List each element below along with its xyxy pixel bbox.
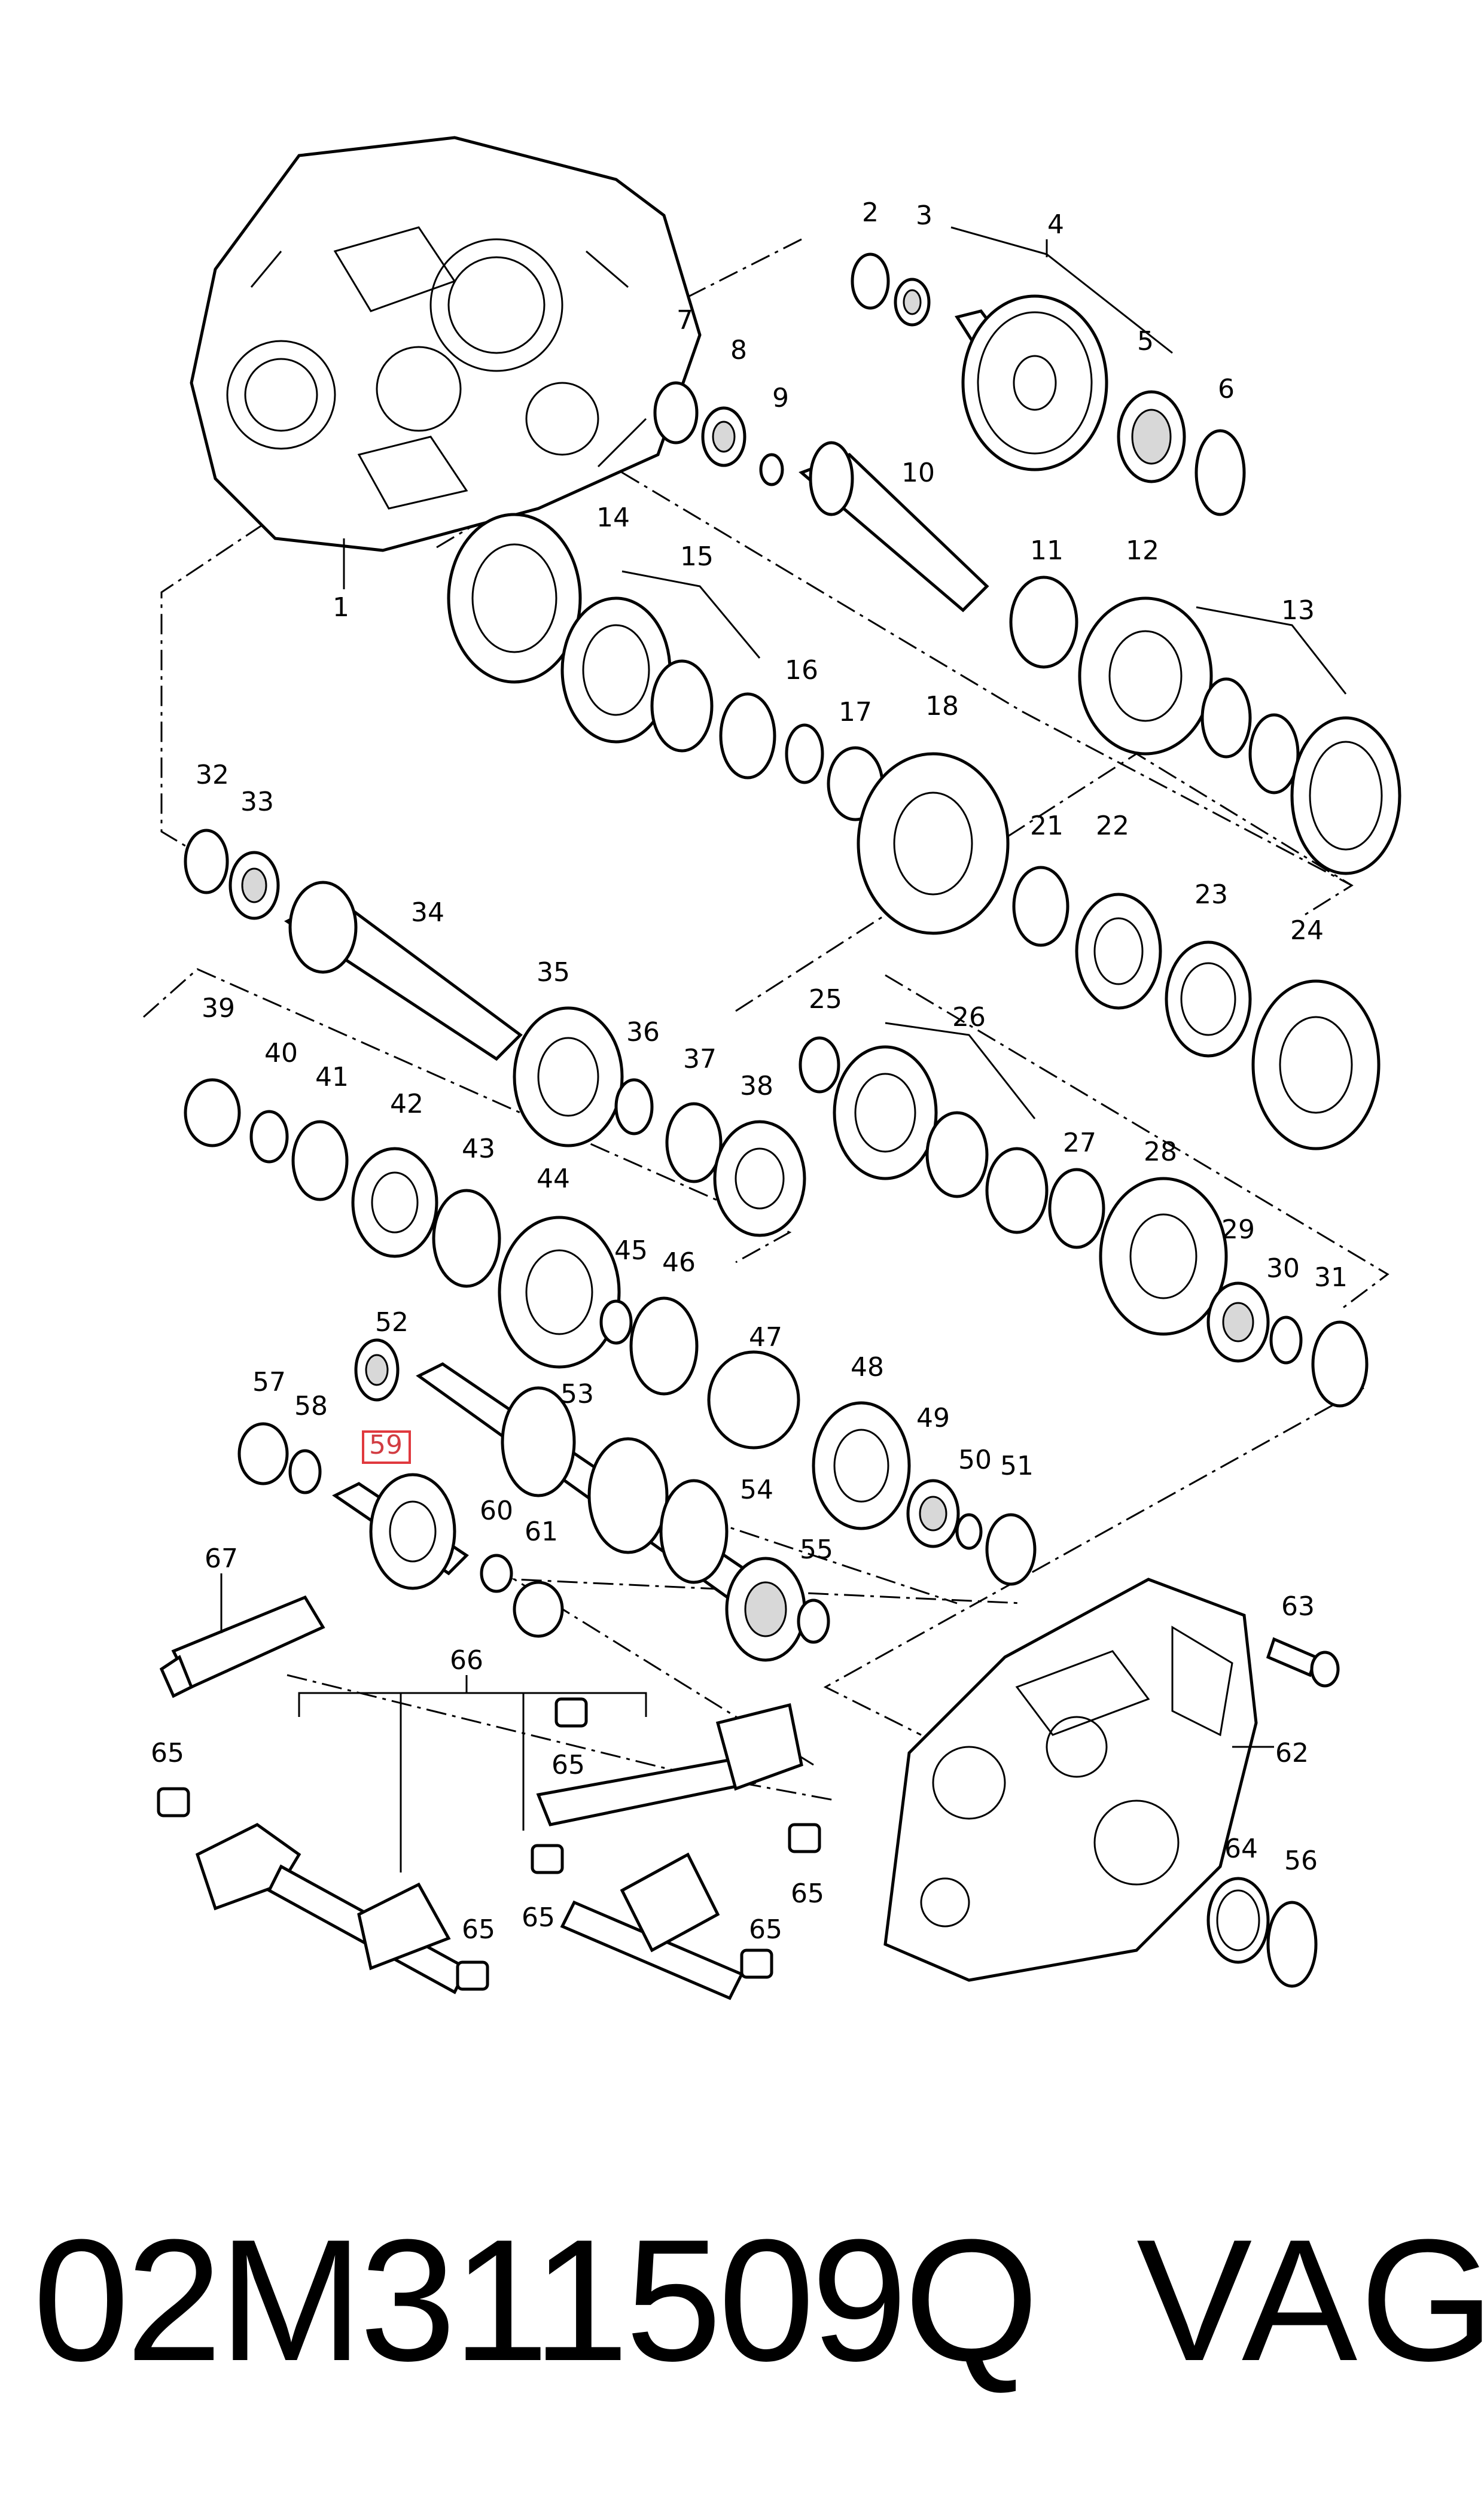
brand-caption: VAG [1136, 2203, 1484, 2397]
transmission-housing-part-1 [190, 136, 702, 589]
shift-fork-assembly [157, 1675, 821, 2001]
part-label: 29 [1221, 1214, 1255, 1245]
second-shaft-group [799, 866, 1381, 1408]
bottom-shaft-group [237, 1338, 1037, 1662]
part-label: 17 [839, 697, 872, 727]
differential-assembly [851, 226, 1246, 516]
part-label: 31 [1314, 1262, 1348, 1293]
part-label: 11 [1030, 535, 1064, 566]
part-label: 1 [333, 592, 349, 623]
part-label: 16 [785, 655, 818, 686]
part-label: 61 [525, 1517, 558, 1547]
part-label: 44 [537, 1164, 570, 1194]
part-label: 26 [952, 1002, 986, 1033]
part-labels: 1 2 3 4 5 6 7 8 9 10 11 12 13 14 15 16 1… [151, 197, 1348, 1945]
part-label: 28 [1144, 1137, 1177, 1167]
part-label: 47 [749, 1322, 782, 1353]
part-label: 49 [916, 1403, 950, 1433]
part-label: 38 [740, 1071, 773, 1101]
part-label: 36 [626, 1017, 660, 1048]
part-label: 55 [800, 1534, 833, 1565]
gearbox-housing-part-62 [883, 1578, 1274, 1982]
part-label: 27 [1063, 1128, 1096, 1158]
part-label: 46 [662, 1247, 696, 1278]
small-parts-right [1206, 1637, 1340, 1988]
part-label: 5 [1137, 326, 1154, 357]
part-label: 2 [862, 197, 879, 228]
part-label: 65 [791, 1878, 824, 1909]
part-label: 65 [151, 1738, 184, 1768]
part-label: 62 [1275, 1738, 1309, 1768]
part-label: 51 [1000, 1451, 1034, 1481]
part-label: 66 [450, 1645, 483, 1676]
input-shaft-group [447, 381, 1401, 935]
part-label: 58 [294, 1391, 328, 1421]
part-label: 13 [1281, 595, 1315, 626]
part-label: 34 [411, 897, 444, 928]
part-label: 53 [560, 1379, 594, 1409]
part-label: 25 [809, 984, 842, 1015]
part-label: 35 [537, 957, 570, 988]
part-label: 65 [462, 1914, 495, 1945]
part-label: 8 [730, 335, 747, 366]
part-label: 42 [390, 1089, 423, 1119]
part-label: 10 [901, 458, 935, 488]
part-label: 39 [202, 993, 235, 1024]
sealant-tube-part-67 [159, 1573, 325, 1698]
part-label: 4 [1047, 209, 1064, 240]
part-label: 67 [205, 1543, 238, 1574]
part-label: 15 [680, 541, 714, 572]
part-label: 23 [1194, 879, 1228, 910]
part-label: 65 [551, 1750, 585, 1780]
part-label: 54 [740, 1475, 773, 1505]
part-label: 24 [1290, 915, 1324, 946]
part-label: 40 [264, 1038, 298, 1068]
part-label: 33 [240, 787, 274, 817]
part-label: 56 [1284, 1846, 1318, 1876]
part-label: 3 [916, 200, 933, 231]
part-label: 21 [1030, 811, 1064, 841]
part-label: 32 [196, 760, 229, 790]
part-label: 64 [1224, 1834, 1258, 1864]
part-label: 43 [462, 1134, 495, 1164]
part-label: 57 [252, 1367, 286, 1397]
part-label: 22 [1096, 811, 1129, 841]
part-label: 18 [925, 691, 959, 721]
part-label: 52 [375, 1307, 409, 1338]
part-label: 65 [522, 1902, 555, 1933]
part-label: 9 [772, 383, 789, 413]
part-label: 50 [958, 1445, 992, 1475]
part-label: 60 [480, 1496, 513, 1526]
part-label: 14 [596, 503, 630, 533]
output-shaft-group [184, 829, 806, 1237]
part-label: 48 [851, 1352, 884, 1383]
part-label: 6 [1218, 374, 1235, 404]
part-number-caption: 02M311509Q [33, 2203, 1039, 2397]
part-label: 7 [677, 305, 693, 336]
part-label: 30 [1266, 1253, 1300, 1284]
third-shaft-group [184, 1078, 699, 1396]
part-label: 41 [315, 1062, 349, 1092]
part-label: 45 [614, 1235, 648, 1266]
part-label: 59 [369, 1430, 403, 1460]
part-label: 65 [749, 1914, 782, 1945]
part-label: 37 [683, 1044, 717, 1074]
part-label: 12 [1126, 535, 1159, 566]
highlighted-part-frame [362, 1430, 411, 1464]
part-label: 63 [1281, 1591, 1315, 1622]
